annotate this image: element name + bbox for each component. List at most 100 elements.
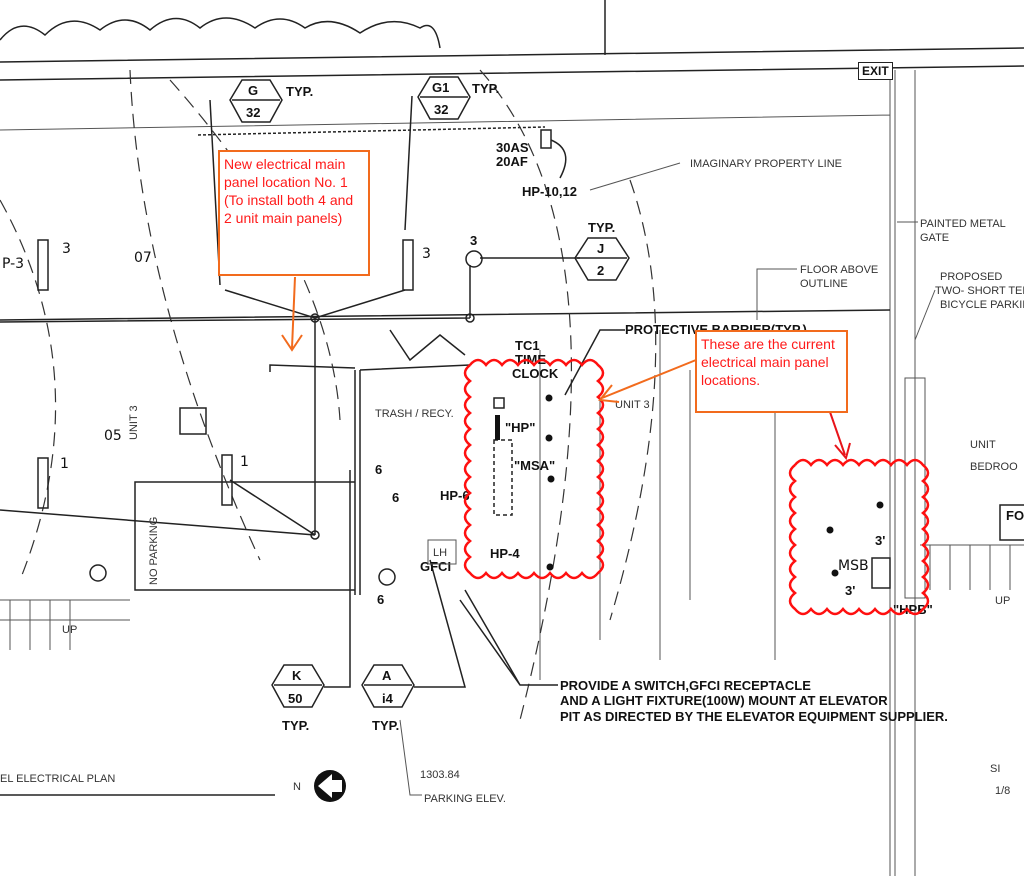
drawing-label: FLOOR ABOVE bbox=[800, 264, 878, 276]
drawing-linework bbox=[545, 434, 553, 442]
drawing-linework bbox=[310, 530, 320, 540]
drawing-linework bbox=[459, 589, 558, 686]
drawing-label: 32 bbox=[434, 102, 448, 117]
drawing-label: UNIT bbox=[970, 439, 996, 451]
drawing-linework bbox=[0, 199, 57, 581]
drawing-label: 32 bbox=[246, 105, 260, 120]
exit-sign-label: EXIT bbox=[858, 62, 893, 80]
drawing-linework bbox=[756, 268, 797, 320]
drawing-label: PAINTED METAL bbox=[920, 218, 1006, 230]
drawing-label: TIME bbox=[515, 352, 546, 367]
drawing-linework bbox=[495, 415, 500, 440]
drawing-linework bbox=[574, 237, 630, 281]
drawing-linework bbox=[361, 664, 415, 708]
drawing-label: AND A LIGHT FIXTURE(100W) MOUNT AT ELEVA… bbox=[560, 693, 888, 708]
drawing-label: 6 bbox=[377, 592, 384, 607]
drawing-linework bbox=[493, 439, 513, 516]
drawing-label: 07 bbox=[134, 250, 152, 266]
drawing-label: "HP" bbox=[505, 420, 535, 435]
drawing-label: IMAGINARY PROPERTY LINE bbox=[690, 158, 842, 170]
drawing-linework bbox=[399, 719, 422, 796]
drawing-title: EL ELECTRICAL PLAN bbox=[0, 773, 115, 785]
drawing-label: BICYCLE PARKING bbox=[940, 299, 1024, 311]
tag-j-2: J 2 TYP. bbox=[574, 220, 630, 281]
drawing-label: TRASH / RECY. bbox=[375, 408, 454, 420]
drawing-label: N bbox=[293, 781, 301, 793]
drawing-label: G1 bbox=[432, 80, 449, 95]
tag-g-32: G 32 TYP. bbox=[229, 79, 313, 123]
drawing-label: TYP. bbox=[286, 84, 313, 99]
drawing-label: UNIT 3 bbox=[615, 399, 650, 411]
drawing-linework bbox=[788, 458, 930, 616]
tag-g1-32: G1 32 TYP. bbox=[417, 76, 499, 120]
drawing-linework bbox=[539, 330, 776, 680]
drawing-label: A bbox=[382, 668, 392, 683]
drawing-label: UNIT 3 bbox=[128, 405, 140, 440]
drawing-label: NO PARKING bbox=[148, 517, 160, 585]
drawing-label: 3 bbox=[422, 246, 431, 262]
drawing-label: HP-10,12 bbox=[522, 184, 577, 199]
tag-k-50: K 50 TYP. bbox=[271, 664, 325, 733]
drawing-linework bbox=[547, 475, 555, 483]
drawing-label: K bbox=[292, 668, 302, 683]
drawing-label: TYP. bbox=[472, 81, 499, 96]
annotation-current-panel-locations[interactable]: These are the current electrical main pa… bbox=[695, 330, 848, 413]
drawing-linework bbox=[609, 179, 657, 621]
drawing-linework bbox=[546, 563, 554, 571]
drawing-linework bbox=[550, 139, 567, 179]
drawing-linework bbox=[427, 539, 457, 565]
drawing-label: 1 bbox=[60, 456, 69, 472]
drawing-label: 2 bbox=[597, 263, 604, 278]
annotation-arrow bbox=[281, 276, 303, 352]
drawing-linework bbox=[871, 557, 891, 589]
drawing-linework bbox=[564, 329, 625, 396]
drawing-label: TC1 bbox=[515, 338, 540, 353]
drawing-linework bbox=[169, 79, 341, 421]
drawing-linework bbox=[37, 239, 49, 291]
light-fixture-icon bbox=[89, 564, 107, 582]
drawing-label: GFCI bbox=[420, 559, 451, 574]
drawing-linework bbox=[229, 79, 283, 123]
drawing-linework bbox=[310, 313, 320, 323]
drawing-label: J bbox=[597, 241, 604, 256]
drawing-linework bbox=[831, 569, 839, 577]
drawing-linework bbox=[324, 470, 466, 688]
drawing-linework bbox=[221, 454, 233, 506]
drawing-label: PROVIDE A SWITCH,GFCI RECEPTACLE bbox=[560, 678, 811, 693]
drawing-label: HP-6 bbox=[440, 488, 470, 503]
drawing-label: PIT AS DIRECTED BY THE ELEVATOR EQUIPMEN… bbox=[560, 709, 948, 724]
north-arrow-icon bbox=[314, 770, 346, 802]
drawing-label: i4 bbox=[382, 691, 394, 706]
drawing-linework bbox=[904, 377, 926, 599]
drawing-label: TYP. bbox=[588, 220, 615, 235]
drawing-linework bbox=[826, 526, 834, 534]
drawing-linework bbox=[876, 501, 884, 509]
drawing-linework bbox=[417, 76, 471, 120]
drawing-label: 3' bbox=[875, 533, 885, 548]
annotation-new-panel-location[interactable]: New electrical main panel location No. 1… bbox=[218, 150, 370, 276]
landscape-outline bbox=[0, 17, 441, 49]
annotation-arrow bbox=[598, 359, 697, 403]
drawing-linework bbox=[0, 0, 1024, 81]
drawing-label: MSB bbox=[838, 558, 869, 574]
drawing-label: 3 bbox=[470, 233, 477, 248]
drawing-linework bbox=[402, 239, 414, 291]
drawing-linework bbox=[318, 774, 342, 798]
drawing-label: 20AF bbox=[496, 154, 528, 169]
drawing-linework bbox=[0, 309, 891, 595]
drawing-label: PROPOSED bbox=[940, 271, 1002, 283]
drawing-linework bbox=[914, 289, 936, 341]
drawing-label: 1 bbox=[240, 454, 249, 470]
drawing-linework bbox=[271, 664, 325, 708]
drawing-label: P-3 bbox=[2, 256, 24, 272]
drawing-label: 3 bbox=[62, 241, 71, 257]
drawing-label: TYP. bbox=[372, 718, 399, 733]
tag-a-i4: A i4 TYP. bbox=[361, 664, 415, 733]
drawing-linework bbox=[0, 70, 916, 876]
drawing-linework bbox=[540, 129, 552, 149]
drawing-linework bbox=[999, 504, 1024, 541]
drawing-label: PARKING ELEV. bbox=[424, 793, 506, 805]
drawing-label: 05 bbox=[104, 428, 122, 444]
drawing-label: SI bbox=[990, 763, 1000, 775]
